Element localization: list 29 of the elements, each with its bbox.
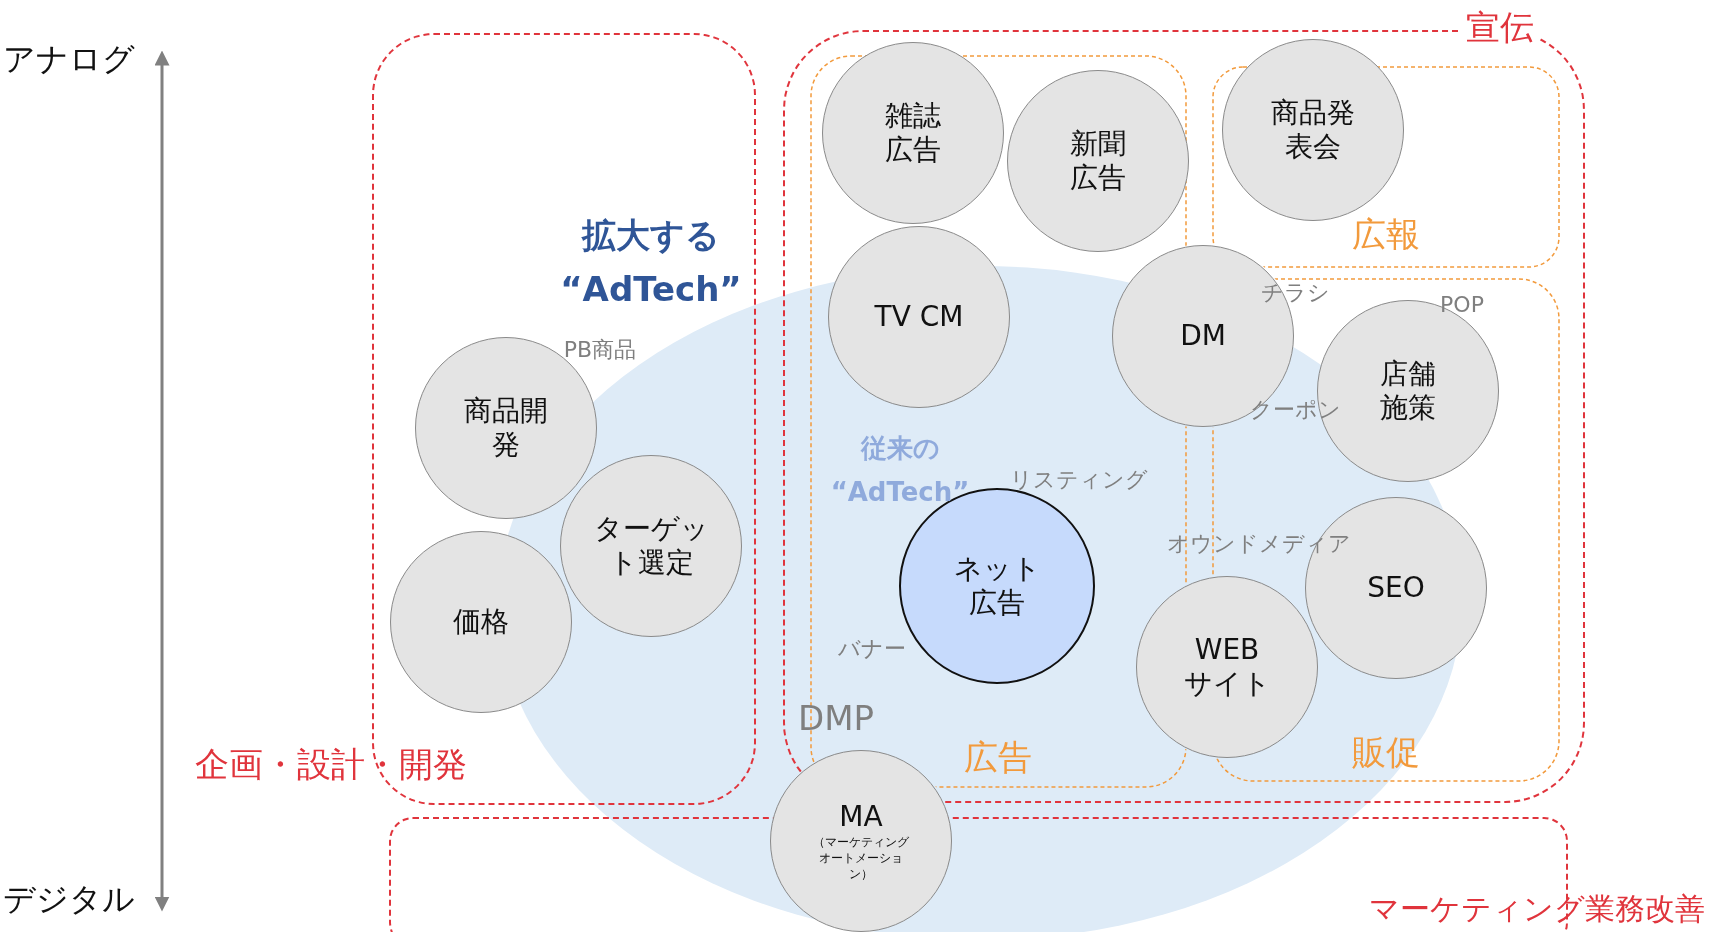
group-label: 広告 bbox=[964, 736, 1032, 779]
node-label: ターゲット選定 bbox=[592, 512, 710, 580]
annotation-label: POP bbox=[1440, 291, 1484, 317]
node-label: DM bbox=[1180, 319, 1226, 353]
node-label: 商品発表会 bbox=[1270, 96, 1356, 164]
annotation-label: バナー bbox=[838, 635, 906, 663]
node-label: SEO bbox=[1367, 571, 1425, 605]
node-label: 価格 bbox=[453, 605, 509, 639]
node-label: 雑誌広告 bbox=[884, 99, 942, 167]
axis-label: アナログ bbox=[3, 39, 135, 80]
annotation-label: PB商品 bbox=[563, 336, 637, 364]
axis-label: デジタル bbox=[3, 879, 135, 920]
node-label: ネット広告 bbox=[952, 552, 1042, 620]
heading-text: 拡大する “AdTech” bbox=[559, 214, 743, 311]
node-label: WEBサイト bbox=[1182, 633, 1272, 701]
node-label: TV CM bbox=[874, 300, 964, 334]
group-label: 広報 bbox=[1352, 213, 1420, 256]
node-label: 店舗施策 bbox=[1379, 357, 1437, 425]
node-label: MA bbox=[839, 800, 883, 834]
annotation-label: クーポン bbox=[1249, 396, 1341, 424]
annotation-label: DMP bbox=[798, 698, 874, 738]
annotation-label: チラシ bbox=[1260, 279, 1330, 307]
group-label: 販促 bbox=[1352, 731, 1420, 774]
annotation-label: リスティング bbox=[1010, 466, 1148, 494]
group-label: 企画・設計・開発 bbox=[195, 743, 467, 786]
node-label: 商品開発 bbox=[463, 394, 549, 462]
node-sublabel: （マーケティングオートメーション） bbox=[812, 834, 910, 882]
node-label: 新聞広告 bbox=[1069, 127, 1127, 195]
annotation-label: 従来の “AdTech” bbox=[829, 432, 971, 509]
